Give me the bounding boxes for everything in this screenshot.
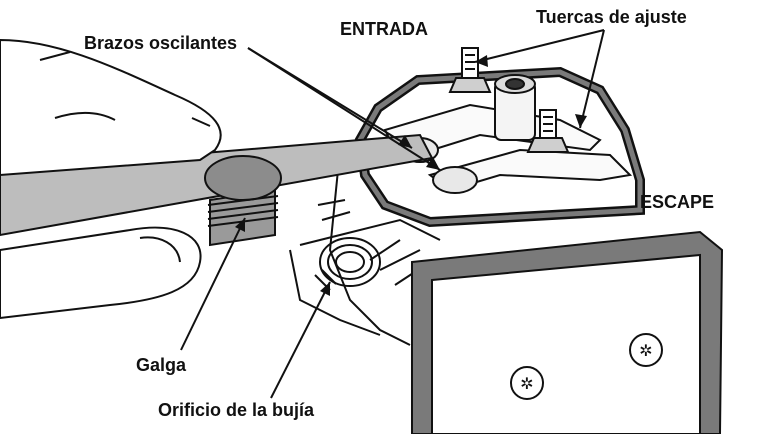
label-intake: ENTRADA [340, 19, 428, 39]
arrow-heads [235, 55, 587, 296]
spark-plug-hole [314, 237, 381, 291]
label-rocker-arms: Brazos oscilantes [84, 33, 238, 53]
hand [0, 38, 222, 320]
label-feeler-gauge: Galga [136, 355, 187, 375]
label-spark-plug-hole: Orificio de la bujía [158, 400, 315, 420]
label-exhaust: ESCAPE [640, 192, 715, 212]
valve-cover: ✲ ✲ [411, 230, 724, 435]
feeler-gauge [0, 133, 434, 247]
rocker-arms [383, 74, 633, 194]
leader-lines [180, 29, 605, 399]
svg-text:✲: ✲ [520, 374, 533, 393]
svg-text:✲: ✲ [639, 341, 652, 360]
label-adjusting-nuts: Tuercas de ajuste [536, 7, 687, 27]
adjusting-nuts [448, 47, 570, 153]
